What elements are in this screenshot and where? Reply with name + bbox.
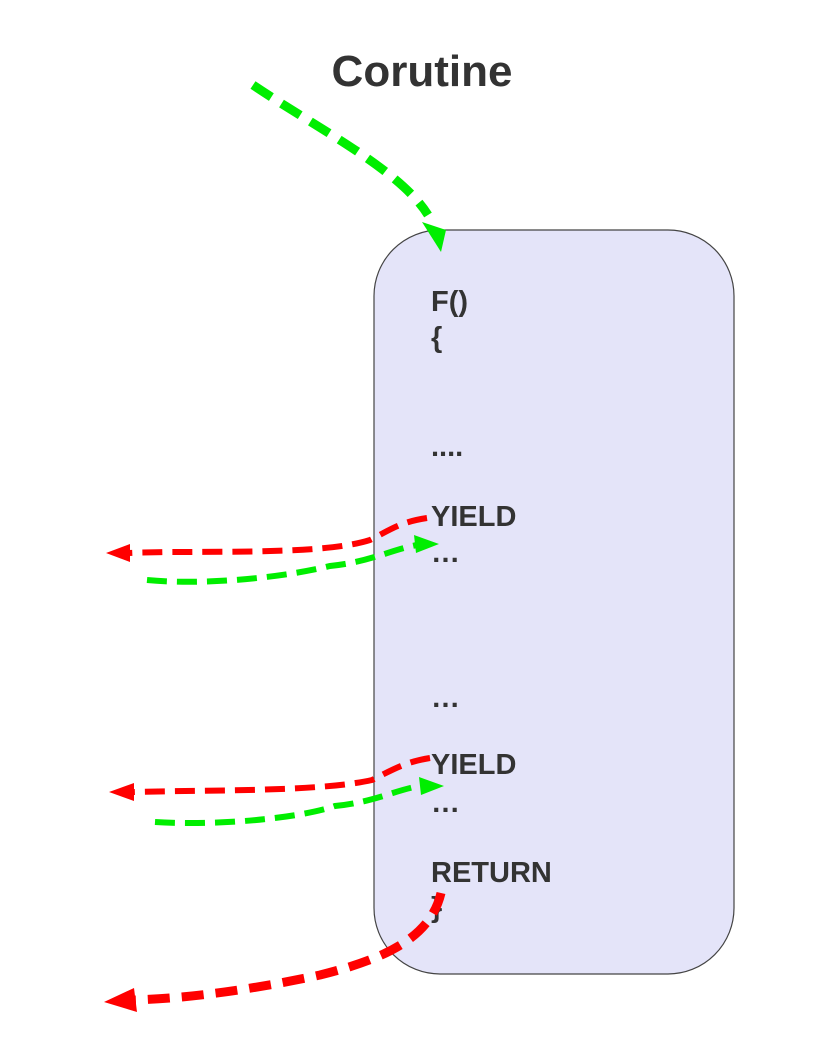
- yield-2-resume-arrow: [154, 777, 444, 827]
- code-line-ellipsis: ....: [431, 431, 463, 463]
- code-line-return: RETURN: [431, 857, 552, 889]
- yield-1-resume-arrow: [146, 535, 439, 585]
- yield-1-out-arrow: [106, 515, 428, 562]
- yield-2-out-arrowhead: [109, 783, 134, 801]
- code-line-yield: YIELD: [431, 749, 516, 781]
- code-line-signature: F(): [431, 286, 468, 318]
- yield-1-resume-line: [146, 542, 418, 585]
- code-line-yield: YIELD: [431, 501, 516, 533]
- return-out-arrowhead: [104, 988, 137, 1012]
- yield-2-resume-arrowhead: [419, 777, 444, 795]
- entry-arrow: [250, 81, 446, 252]
- yield-2-out-arrow: [109, 755, 431, 801]
- function-box: [373, 229, 735, 975]
- code-line-ellipsis: …: [431, 787, 460, 819]
- return-out-arrow: [104, 891, 446, 1012]
- entry-arrow-line: [250, 81, 432, 218]
- entry-arrowhead: [422, 222, 446, 252]
- code-line-ellipsis: …: [431, 682, 460, 714]
- return-out-line: [134, 891, 446, 1005]
- code-line-ellipsis: …: [431, 537, 460, 569]
- yield-1-resume-arrowhead: [414, 535, 439, 553]
- diagram-title: Corutine: [332, 47, 513, 96]
- code-line-open-brace: {: [431, 322, 442, 354]
- yield-2-resume-line: [154, 783, 421, 827]
- yield-1-out-arrowhead: [106, 544, 130, 562]
- yield-2-out-line: [132, 755, 431, 795]
- yield-1-out-line: [127, 515, 428, 556]
